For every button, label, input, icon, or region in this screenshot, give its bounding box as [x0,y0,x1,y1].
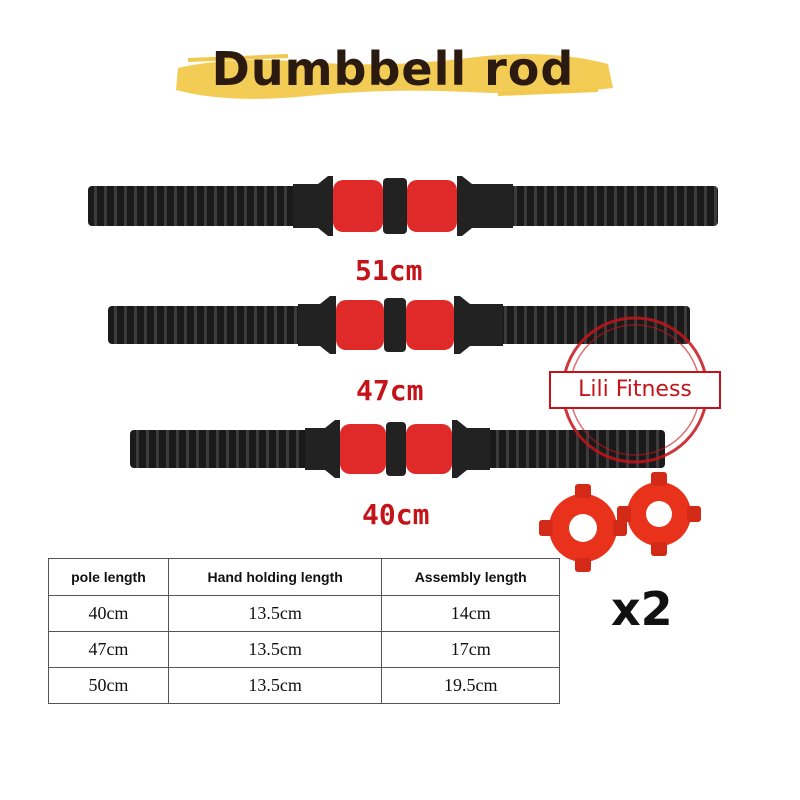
table-row: 40cm 13.5cm 14cm [48,595,560,632]
column-header: Assembly length [381,558,560,596]
column-header: Hand holding length [167,558,383,596]
table-row: 50cm 13.5cm 19.5cm [48,667,560,704]
title-banner: Dumbbell rod [168,38,618,110]
table-cell: 19.5cm [381,667,560,704]
brand-stamp-icon [549,316,721,464]
column-header: pole length [48,558,169,596]
dumbbell-rod-icon [130,420,665,478]
table-cell: 40cm [48,595,169,632]
title-brush-stroke [176,54,613,99]
table-row: 47cm 13.5cm 17cm [48,631,560,668]
table-cell: 17cm [381,631,560,668]
table-cell: 13.5cm [167,631,383,668]
dumbbell-rod-icon [108,296,690,354]
spin-lock-collar-icon [539,472,701,572]
page-title: Dumbbell rod [211,42,575,96]
collar-quantity: x2 [611,582,673,636]
table-cell: 13.5cm [167,667,383,704]
dumbbell-rod-icon [88,176,718,236]
rod-length-label: 51cm [355,254,423,287]
brand-stamp-text: Lili Fitness [578,377,692,402]
rod-length-label: 47cm [356,374,424,407]
table-cell: 13.5cm [167,595,383,632]
spec-table: pole length Hand holding length Assembly… [48,558,560,704]
table-cell: 47cm [48,631,169,668]
rod-length-label: 40cm [362,498,430,531]
table-cell: 50cm [48,667,169,704]
table-cell: 14cm [381,595,560,632]
table-header-row: pole length Hand holding length Assembly… [48,558,560,596]
